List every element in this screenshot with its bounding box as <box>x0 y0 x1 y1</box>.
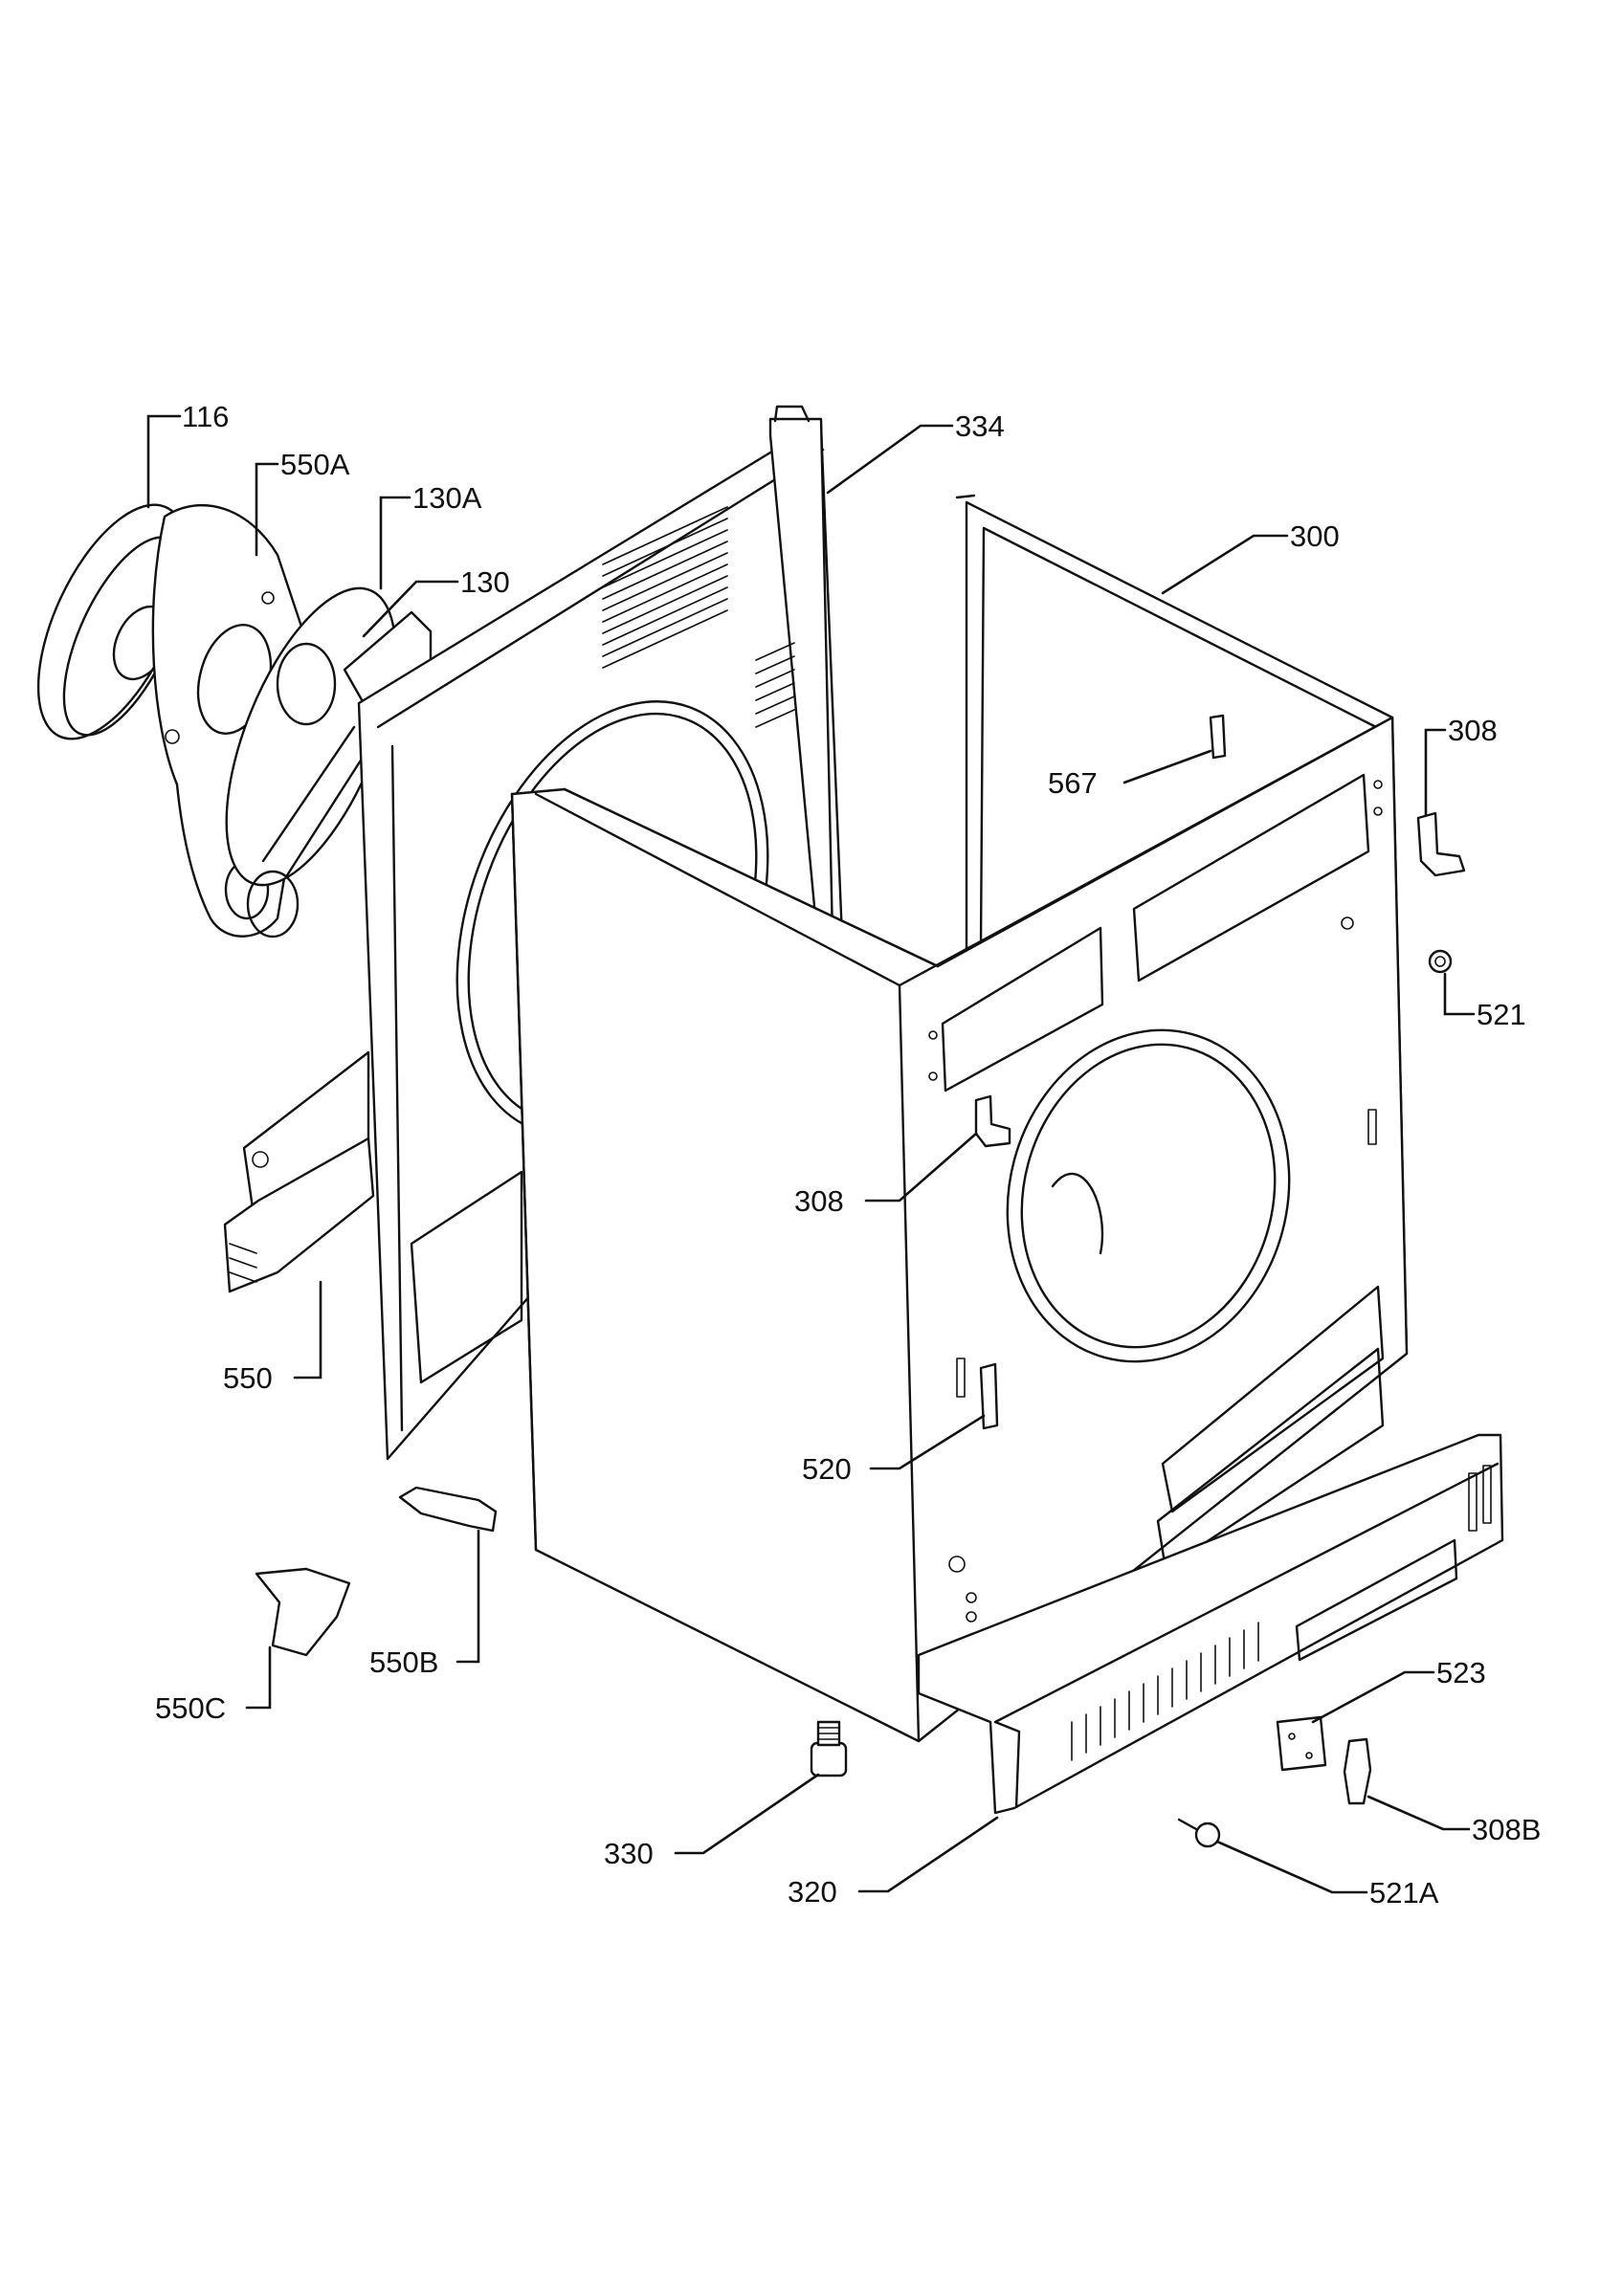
label-334: 334 <box>955 409 1005 443</box>
label-308-right: 308 <box>1448 714 1498 747</box>
fan-drum-assembly <box>36 503 433 938</box>
front-plinth <box>917 1433 1504 1815</box>
label-300: 300 <box>1290 519 1340 553</box>
main-cabinet <box>510 716 1409 1743</box>
label-130a: 130A <box>412 481 482 515</box>
label-520: 520 <box>802 1452 852 1486</box>
label-550c: 550C <box>155 1691 226 1725</box>
small-parts <box>255 714 1466 1848</box>
label-521: 521 <box>1477 998 1526 1031</box>
label-130: 130 <box>460 565 510 599</box>
leader-lines <box>146 414 1476 1894</box>
label-550a: 550A <box>280 448 350 481</box>
label-308-center: 308 <box>794 1184 844 1218</box>
label-567: 567 <box>1048 766 1098 800</box>
label-523: 523 <box>1436 1656 1486 1689</box>
label-308b: 308B <box>1472 1813 1541 1846</box>
label-330: 330 <box>604 1837 654 1870</box>
label-320: 320 <box>788 1875 837 1909</box>
label-521a: 521A <box>1369 1876 1439 1910</box>
label-116: 116 <box>182 400 229 433</box>
mounting-bracket <box>223 1050 375 1293</box>
label-550b: 550B <box>369 1645 438 1679</box>
part-labels: 116 550A 130A 130 334 300 567 308 521 30… <box>155 400 1541 1910</box>
label-550: 550 <box>223 1361 273 1395</box>
